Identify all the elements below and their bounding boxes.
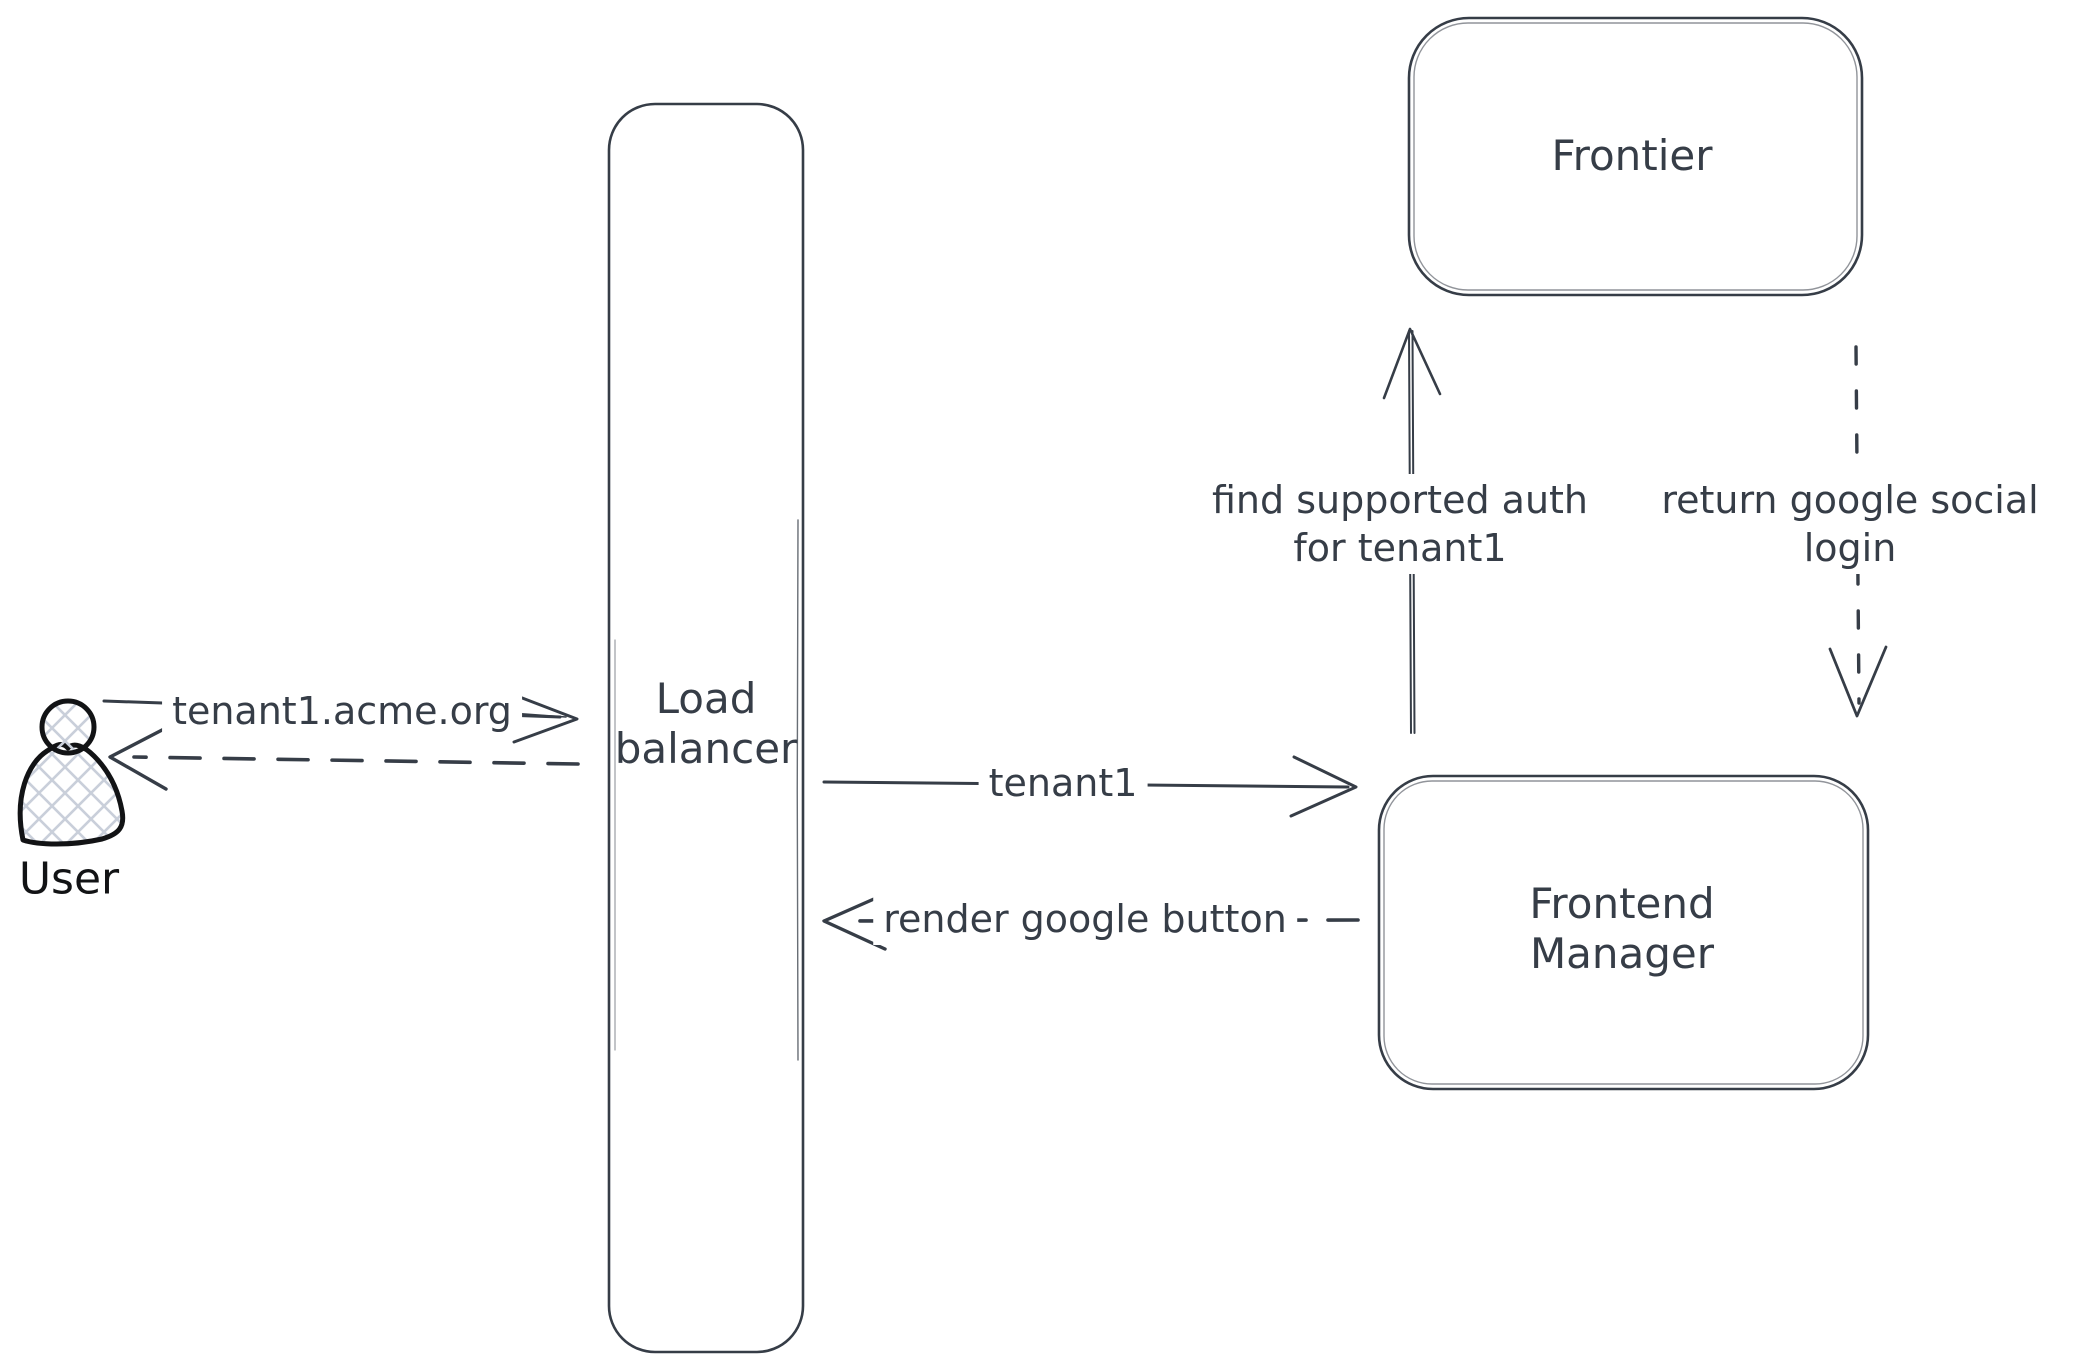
edge-label-line: login bbox=[1803, 526, 1897, 570]
edge-label-line: return google social bbox=[1661, 478, 2039, 522]
user-node-label: User bbox=[18, 853, 120, 905]
edge-label-return-google-social-login: return google social login bbox=[1651, 474, 2049, 574]
load-balancer-label-line: Load bbox=[655, 674, 757, 723]
frontier-box bbox=[1407, 16, 1864, 297]
load-balancer-label-line: balancer bbox=[614, 724, 798, 773]
edge-label-render-google-button: render google button bbox=[873, 893, 1297, 945]
user-icon bbox=[17, 698, 126, 847]
load-balancer-box bbox=[607, 102, 805, 1354]
edge-label-tenant1-acme-org: tenant1.acme.org bbox=[162, 685, 522, 737]
edge-label-line: find supported auth bbox=[1211, 478, 1589, 522]
frontend-manager-box bbox=[1377, 774, 1870, 1091]
frontend-manager-label: Frontend Manager bbox=[1529, 879, 1714, 979]
edge-label-find-supported-auth: find supported auth for tenant1 bbox=[1201, 474, 1599, 574]
edge-label-tenant1: tenant1 bbox=[978, 757, 1148, 809]
frontend-manager-label-line: Frontend bbox=[1529, 879, 1715, 928]
load-balancer-label: Load balancer bbox=[615, 674, 798, 774]
edge-label-line: for tenant1 bbox=[1293, 526, 1507, 570]
arrow-loadbalancer-to-user bbox=[108, 727, 580, 791]
frontier-label: Frontier bbox=[1551, 131, 1713, 180]
frontend-manager-label-line: Manager bbox=[1529, 929, 1715, 978]
